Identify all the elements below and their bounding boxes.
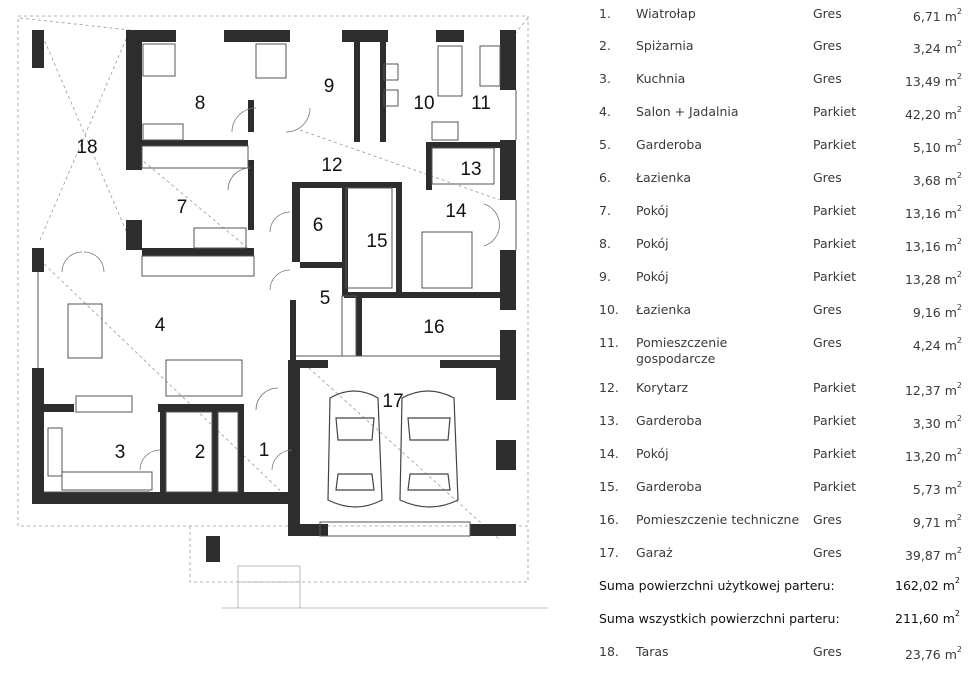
room-number-9: 9	[324, 76, 335, 97]
room-name: Garaż	[636, 545, 673, 560]
room-number-2: 2	[195, 442, 206, 463]
room-floor: Gres	[813, 512, 842, 527]
room-number-17: 17	[382, 391, 403, 412]
room-floor: Parkiet	[813, 413, 857, 428]
room-number-8: 8	[195, 93, 206, 114]
room-area: 3,24 m2	[912, 39, 962, 57]
room-floor: Gres	[813, 6, 842, 21]
room-area: 3,68 m2	[912, 171, 962, 189]
room-name: Pokój	[636, 203, 669, 218]
room-number-1: 1	[259, 440, 270, 461]
room-number-5: 5	[320, 288, 331, 309]
room-no: 9.	[599, 269, 611, 284]
room-number-7: 7	[177, 197, 188, 218]
room-no: 5.	[599, 137, 611, 152]
room-area: 39,87 m2	[904, 546, 962, 564]
room-number-3: 3	[115, 442, 126, 463]
room-floor: Gres	[813, 302, 842, 317]
room-number-14: 14	[445, 201, 467, 222]
room-no: 16.	[599, 512, 619, 527]
room-area: 9,16 m2	[912, 303, 962, 321]
room-area: 6,71 m2	[912, 7, 962, 25]
room-number-4: 4	[155, 315, 166, 336]
room-name: Pokój	[636, 269, 669, 284]
room-no: 18.	[599, 644, 619, 659]
room-no: 12.	[599, 380, 619, 395]
room-area: 12,37 m2	[904, 381, 962, 399]
room-area: 13,49 m2	[904, 72, 962, 90]
room-number-16: 16	[423, 317, 444, 338]
room-area: 23,76 m2	[904, 645, 962, 663]
sum-usable-value: 162,02 m2	[895, 576, 960, 594]
sum-all-value: 211,60 m2	[895, 609, 960, 627]
room-number-11: 11	[471, 93, 491, 114]
room-name: Wiatrołap	[636, 6, 696, 21]
room-no: 14.	[599, 446, 619, 461]
room-name: Pomieszczenie techniczne	[636, 512, 800, 527]
room-area: 13,16 m2	[904, 204, 962, 222]
room-floor: Gres	[813, 71, 842, 86]
room-no: 8.	[599, 236, 611, 251]
room-floor: Parkiet	[813, 269, 857, 284]
room-number-18: 18	[76, 137, 97, 158]
room-name: Łazienka	[636, 170, 692, 185]
room-no: 10.	[599, 302, 619, 317]
room-area: 3,30 m2	[912, 414, 962, 432]
room-area: 13,28 m2	[904, 270, 962, 288]
room-floor: Gres	[813, 170, 842, 185]
room-name: Łazienka	[636, 302, 692, 317]
room-floor: Gres	[813, 545, 842, 560]
sum-all-label: Suma wszystkich powierzchni parteru:	[599, 611, 840, 626]
room-floor: Parkiet	[813, 203, 857, 218]
room-number-6: 6	[313, 215, 324, 236]
room-schedule: 1. Wiatrołap Gres 6,71 m2 2. Spiżarnia G…	[596, 0, 976, 674]
room-name: Salon + Jadalnia	[636, 104, 739, 119]
room-number-12: 12	[321, 155, 342, 176]
room-number-10: 10	[413, 93, 434, 114]
room-floor: Parkiet	[813, 446, 857, 461]
room-area: 13,20 m2	[904, 447, 962, 465]
room-floor: Parkiet	[813, 236, 857, 251]
room-name: Garderoba	[636, 413, 702, 428]
room-floor: Gres	[813, 335, 842, 350]
room-no: 6.	[599, 170, 611, 185]
room-area: 13,16 m2	[904, 237, 962, 255]
floor-plan: 1 2 3 4 5 6 7 8 9 10 11 12 13 14 15 16 1…	[17, 15, 548, 609]
room-area: 4,24 m2	[912, 336, 962, 354]
room-no: 13.	[599, 413, 619, 428]
room-number-13: 13	[460, 159, 481, 180]
room-floor: Parkiet	[813, 479, 857, 494]
room-no: 2.	[599, 38, 611, 53]
room-name: Taras	[636, 644, 669, 659]
room-number-15: 15	[366, 231, 387, 252]
room-name: Kuchnia	[636, 71, 686, 86]
room-area: 5,10 m2	[912, 138, 962, 156]
room-name: Garderoba	[636, 479, 702, 494]
room-name: Pokój	[636, 446, 669, 461]
room-name: Spiżarnia	[636, 38, 694, 53]
room-floor: Parkiet	[813, 380, 857, 395]
room-no: 7.	[599, 203, 611, 218]
room-no: 3.	[599, 71, 611, 86]
room-no: 17.	[599, 545, 619, 560]
room-no: 11.	[599, 335, 619, 350]
room-name: Pomieszczenie gospodarcze	[636, 335, 728, 366]
room-name: Korytarz	[636, 380, 689, 395]
room-name: Pokój	[636, 236, 669, 251]
room-floor: Gres	[813, 38, 842, 53]
room-floor: Gres	[813, 644, 842, 659]
room-no: 4.	[599, 104, 611, 119]
room-floor: Parkiet	[813, 137, 857, 152]
room-no: 15.	[599, 479, 619, 494]
room-floor: Parkiet	[813, 104, 857, 119]
room-area: 9,71 m2	[912, 513, 962, 531]
sum-usable-label: Suma powierzchni użytkowej parteru:	[599, 578, 835, 593]
room-no: 1.	[599, 6, 611, 21]
room-area: 42,20 m2	[904, 105, 962, 123]
room-name: Garderoba	[636, 137, 702, 152]
room-area: 5,73 m2	[912, 480, 962, 498]
